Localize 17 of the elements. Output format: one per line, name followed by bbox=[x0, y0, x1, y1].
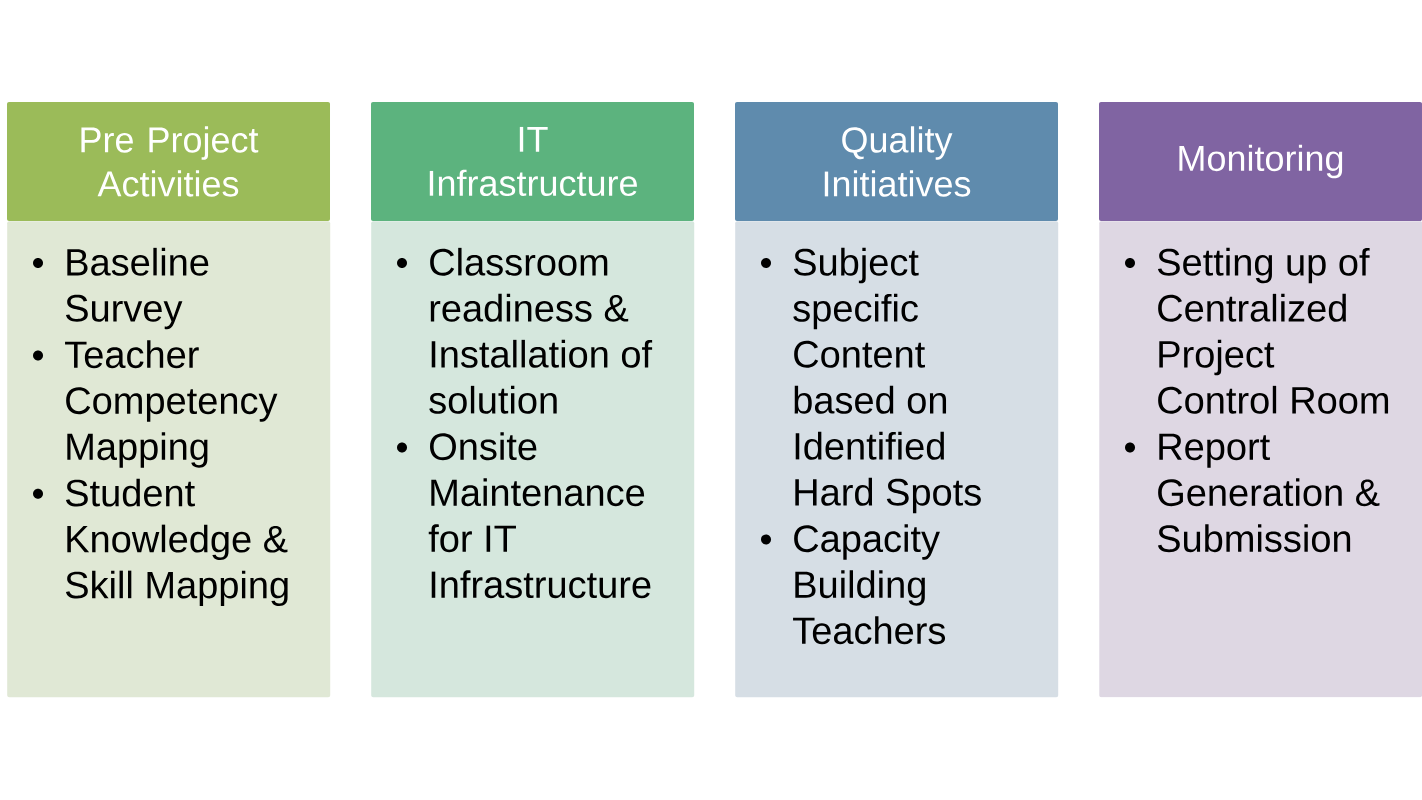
list-item: Onsite Maintenance for IT Infrastructure bbox=[428, 432, 651, 599]
column-header: Pre Project Activities bbox=[7, 102, 330, 221]
list-item: Capacity Building Teachers bbox=[793, 524, 946, 645]
list-item: Student Knowledge & Skill Mapping bbox=[65, 478, 288, 607]
column-header: Quality Initiatives bbox=[735, 102, 1058, 221]
column-header: IT Infrastructure bbox=[371, 102, 694, 221]
list-item: Setting up of Centralized Project Control Room bbox=[1157, 247, 1389, 414]
list-item: Report Generation & Submission bbox=[1157, 433, 1380, 553]
content-panel bbox=[371, 221, 695, 698]
list-item: Classroom readiness & Installation of solution bbox=[429, 247, 653, 414]
content-panel bbox=[1099, 221, 1422, 698]
list-item: Teacher Competency Mapping bbox=[65, 340, 278, 468]
column-header: Monitoring bbox=[1099, 102, 1422, 221]
content-panel bbox=[7, 221, 331, 698]
list-item: Subject specific Content based on Identified Hard Spots bbox=[793, 247, 981, 514]
list-item: Baseline Survey bbox=[65, 247, 209, 330]
content-panel bbox=[735, 221, 1059, 698]
